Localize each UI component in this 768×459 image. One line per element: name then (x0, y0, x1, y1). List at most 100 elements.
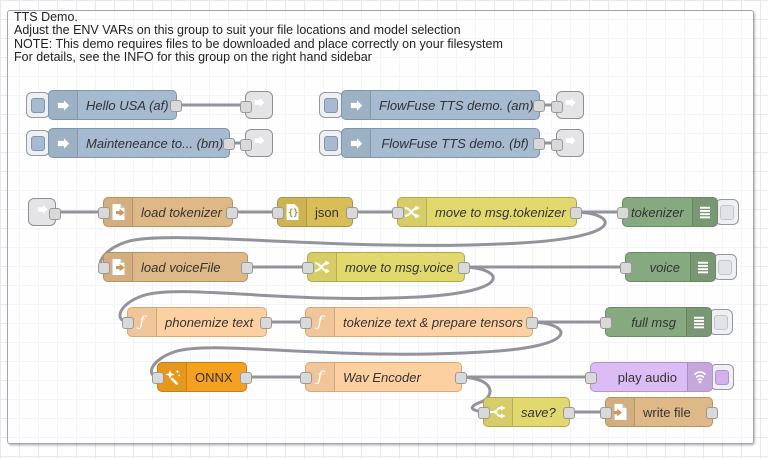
inject-button-inner (31, 135, 45, 151)
inject-button[interactable] (319, 92, 343, 118)
wire (98, 210, 607, 269)
node-switch-save[interactable]: save? (478, 397, 575, 427)
svg-text:{}: {} (288, 209, 298, 219)
svg-text:ƒ: ƒ (314, 369, 325, 385)
output-port[interactable] (458, 262, 470, 274)
input-port[interactable] (551, 101, 563, 113)
input-port[interactable] (551, 139, 563, 151)
wire (460, 375, 492, 414)
output-port[interactable] (346, 207, 358, 219)
node-debug-voice[interactable]: voice (620, 252, 716, 282)
inject-button[interactable] (319, 130, 343, 156)
node-move-to-msg-tokenizer[interactable]: move to msg.tokenizer (392, 197, 582, 227)
node-label: save? (521, 404, 556, 420)
input-port[interactable] (98, 262, 110, 274)
link-out-node[interactable] (240, 129, 273, 157)
output-port[interactable] (241, 262, 253, 274)
node-phonemize-text[interactable]: ƒ phonemize text (122, 307, 272, 337)
node-load-voicefile[interactable]: load voiceFile (98, 252, 253, 282)
link-icon (564, 134, 577, 152)
file-in-icon (606, 398, 635, 426)
inject-button[interactable] (26, 92, 50, 118)
node-play-audio[interactable]: play audio (585, 362, 713, 392)
function-icon: ƒ (306, 363, 335, 391)
node-debug-tokenizer[interactable]: tokenizer (617, 197, 718, 227)
output-port[interactable] (526, 317, 538, 329)
link-out-node[interactable] (240, 91, 273, 119)
audio-toggle-inner (715, 369, 729, 385)
inject-button-inner (324, 97, 338, 113)
debug-toggle-button[interactable] (709, 309, 733, 335)
node-inject-flowfuse-bf[interactable]: FlowFuse TTS demo. (bf) (341, 128, 545, 158)
inject-button-inner (31, 97, 45, 113)
link-out-node[interactable] (551, 91, 584, 119)
node-load-tokenizer[interactable]: load tokenizer (98, 197, 238, 227)
inject-button-inner (324, 135, 338, 151)
input-port[interactable] (478, 407, 490, 419)
inject-arrow-icon (49, 129, 78, 157)
debug-sidebar-icon (692, 198, 717, 226)
inject-button[interactable] (26, 130, 50, 156)
output-port[interactable] (570, 207, 582, 219)
node-json[interactable]: {} json (272, 197, 358, 227)
output-port[interactable] (223, 138, 235, 150)
input-port[interactable] (272, 207, 284, 219)
node-label: tokenize text & prepare tensors (343, 314, 523, 330)
node-label: write file (643, 404, 691, 420)
input-port[interactable] (392, 207, 404, 219)
node-write-file[interactable]: write file (600, 397, 718, 427)
output-port[interactable] (563, 407, 575, 419)
output-port[interactable] (170, 100, 182, 112)
input-port[interactable] (300, 372, 312, 384)
group-info: TTS Demo. Adjust the ENV VARs on this gr… (14, 10, 503, 65)
input-port[interactable] (617, 207, 629, 219)
debug-toggle-button[interactable] (715, 199, 739, 225)
node-label: FlowFuse TTS demo. (bf) (381, 135, 529, 151)
output-port[interactable] (260, 317, 272, 329)
input-port[interactable] (302, 262, 314, 274)
input-port[interactable] (300, 317, 312, 329)
output-port[interactable] (240, 372, 252, 384)
input-port[interactable] (585, 372, 597, 384)
group-info-line-2: Adjust the ENV VARs on this group to sui… (14, 23, 461, 38)
audio-toggle-button[interactable] (710, 364, 734, 390)
node-label: phonemize text (165, 314, 254, 330)
inject-arrow-icon (342, 129, 371, 157)
output-port[interactable] (49, 208, 61, 220)
node-tokenize-text[interactable]: ƒ tokenize text & prepare tensors (300, 307, 538, 337)
output-port[interactable] (533, 138, 545, 150)
input-port[interactable] (600, 407, 612, 419)
output-port[interactable] (706, 407, 718, 419)
node-inject-maintenance[interactable]: Mainteneance to... (bm) (48, 128, 235, 158)
input-port[interactable] (122, 317, 134, 329)
node-onnx[interactable]: ONNX (152, 362, 252, 392)
node-label: move to msg.voice (345, 259, 454, 275)
node-label: ONNX (195, 369, 233, 385)
input-port[interactable] (620, 262, 632, 274)
node-inject-hello-usa[interactable]: Hello USA (af) (48, 90, 182, 120)
node-wav-encoder[interactable]: ƒ Wav Encoder (300, 362, 467, 392)
input-port[interactable] (240, 101, 252, 113)
node-label: Mainteneance to... (bm) (86, 135, 224, 151)
output-port[interactable] (533, 100, 545, 112)
output-port[interactable] (226, 207, 238, 219)
node-move-to-msg-voice[interactable]: move to msg.voice (302, 252, 470, 282)
node-debug-full-msg[interactable]: full msg (600, 307, 712, 337)
inject-arrow-icon (342, 91, 371, 119)
group-info-line-3: NOTE: This demo requires files to be dow… (14, 36, 503, 51)
node-inject-flowfuse-am[interactable]: FlowFuse TTS demo. (am) (341, 90, 545, 120)
input-port[interactable] (240, 139, 252, 151)
link-icon (253, 96, 266, 114)
input-port[interactable] (98, 207, 110, 219)
node-label: play audio (617, 369, 677, 385)
debug-toggle-button[interactable] (713, 254, 737, 280)
group-info-line-1: TTS Demo. (14, 10, 78, 24)
link-out-node[interactable] (551, 129, 584, 157)
link-in-node[interactable] (28, 198, 61, 226)
input-port[interactable] (600, 317, 612, 329)
input-port[interactable] (152, 372, 164, 384)
output-port[interactable] (455, 372, 467, 384)
debug-toggle-inner (714, 314, 728, 330)
